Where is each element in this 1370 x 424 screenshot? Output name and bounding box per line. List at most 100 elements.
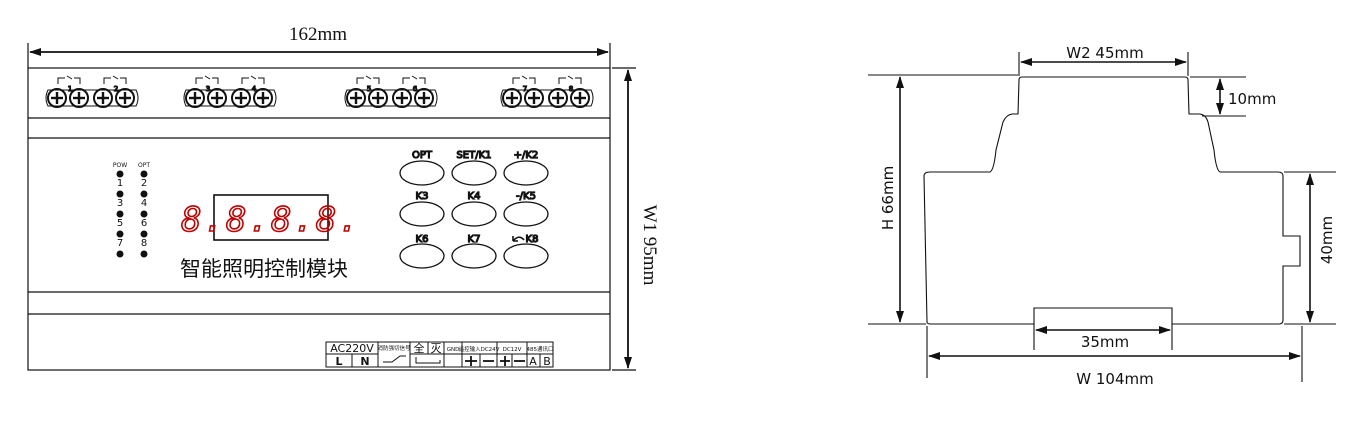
led-indicator <box>140 190 148 198</box>
terminal-screw <box>207 88 227 108</box>
led-opt <box>140 170 148 178</box>
terminal-screw <box>93 88 113 108</box>
return-arrow-icon <box>512 236 525 242</box>
led-indicator <box>116 250 124 258</box>
relay-contact-symbol <box>356 75 380 84</box>
rs485-pin-a: A <box>529 355 537 368</box>
front-width-label: 162mm <box>289 24 347 45</box>
keypad-button[interactable] <box>451 201 497 227</box>
terminal-screw <box>392 88 412 108</box>
terminal-screw <box>368 88 388 108</box>
relay-number: 1 <box>68 85 72 93</box>
led-label: 1 <box>117 178 123 189</box>
terminal-block-labels: AC220V L N 消防强切信号 全 灭 GND 遥控输入DC24V DC12… <box>330 341 553 368</box>
relay-contact-symbol <box>195 75 219 84</box>
keypad-button[interactable] <box>399 201 445 227</box>
rs485-pin-b: B <box>543 355 551 368</box>
terminal-screw <box>185 88 205 108</box>
h-label: H 66mm <box>879 166 897 230</box>
right-height-label: 40mm <box>1318 216 1336 264</box>
terminal-screw <box>115 88 135 108</box>
side-view <box>868 52 1336 382</box>
terminal-screw <box>570 88 590 108</box>
dc12v-label: DC12V <box>503 347 522 353</box>
keypad-button[interactable] <box>503 243 549 269</box>
terminal-strip <box>45 89 139 107</box>
keypad-button[interactable] <box>399 160 445 186</box>
terminal-strip <box>500 89 594 107</box>
bottom-terminal-block <box>325 341 554 368</box>
rail-width-label: 35mm <box>1081 333 1129 351</box>
fire-signal-label: 消防强切信号 <box>377 344 411 352</box>
led-indicator <box>140 250 148 258</box>
relay-contact-symbol <box>57 75 81 84</box>
relay-contact-symbol <box>558 75 582 84</box>
terminal-screw <box>231 88 251 108</box>
keypad-button[interactable] <box>451 243 497 269</box>
led-indicator <box>116 230 124 238</box>
led-header-pow: POW <box>113 162 127 169</box>
all-off-label: 灭 <box>431 342 442 355</box>
all-on-label: 全 <box>414 341 425 355</box>
w-label: W 104mm <box>1076 370 1153 388</box>
keypad-button[interactable] <box>503 201 549 227</box>
relay-number: 6 <box>413 85 418 93</box>
relay-contact-symbol <box>241 75 265 84</box>
keypad-button-label: K7 <box>468 234 481 245</box>
terminal-screw <box>253 88 273 108</box>
led-indicator <box>116 210 124 218</box>
keypad-button-label: K6 <box>416 234 429 245</box>
keypad-button[interactable] <box>451 160 497 186</box>
relay-contact-symbol <box>103 75 127 84</box>
led-indicator <box>140 230 148 238</box>
led-indicator <box>140 210 148 218</box>
led-indicator <box>116 190 124 198</box>
led-label: 4 <box>141 198 147 209</box>
remote-input-label: 遥控输入DC24V <box>459 345 500 353</box>
step-label: 10mm <box>1228 90 1276 108</box>
keypad-button-label: +/K2 <box>514 150 539 161</box>
terminal-screw <box>524 88 544 108</box>
keypad-button-label: SET/K1 <box>456 150 491 161</box>
w2-label: W2 45mm <box>1066 44 1143 62</box>
relay-contact-symbol <box>402 75 426 84</box>
terminal-screw <box>47 88 67 108</box>
led-label: 6 <box>141 218 147 229</box>
gnd-label: GND <box>447 347 460 353</box>
relay-number: 2 <box>114 85 118 93</box>
terminal-strip <box>183 89 277 107</box>
front-height-label: W1 95mm <box>639 205 660 286</box>
terminal-screw <box>346 88 366 108</box>
keypad-button[interactable] <box>399 243 445 269</box>
keypad-button-label: OPT <box>412 150 433 161</box>
rs485-label: 485通讯口 <box>527 345 554 353</box>
keypad-button-label: K4 <box>468 191 481 202</box>
side-profile <box>923 76 1301 325</box>
relay-contact-symbol <box>512 75 536 84</box>
led-header-opt: OPT <box>138 162 150 169</box>
led-label: 2 <box>141 178 147 189</box>
terminal-screw <box>548 88 568 108</box>
led-label: 5 <box>117 218 123 229</box>
power-pin-n: N <box>360 355 369 368</box>
led-label: 3 <box>117 198 123 209</box>
led-pow <box>116 170 124 178</box>
relay-number: 4 <box>252 85 257 93</box>
product-name: 智能照明控制模块 <box>180 257 348 281</box>
relay-number: 8 <box>569 85 573 93</box>
power-pin-l: L <box>335 355 342 368</box>
keypad-button-label: -/K5 <box>516 191 536 202</box>
terminal-screw <box>69 88 89 108</box>
keypad-button[interactable] <box>503 160 549 186</box>
display-digits: 8.8.8.8. <box>181 200 361 240</box>
keypad-button-label: K8 <box>526 234 539 245</box>
terminal-screw <box>414 88 434 108</box>
power-label: AC220V <box>330 342 374 355</box>
terminal-screw <box>502 88 522 108</box>
